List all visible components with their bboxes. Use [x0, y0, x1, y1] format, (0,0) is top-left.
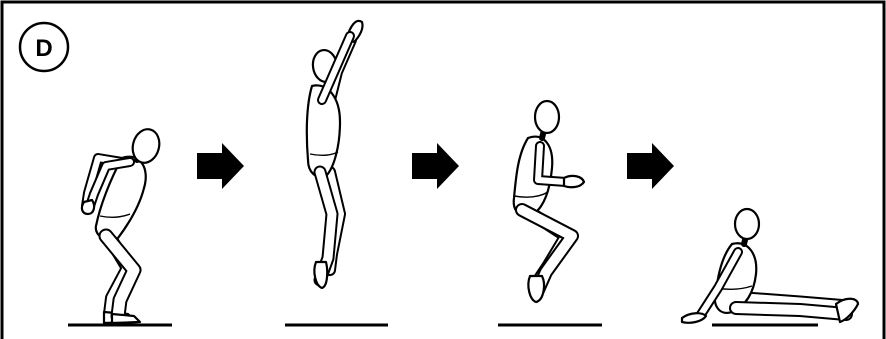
panel-badge: D: [20, 23, 68, 71]
head: [735, 209, 759, 239]
head: [535, 101, 559, 133]
figure-jump: [307, 21, 363, 288]
arrow-right-icon-3: [627, 143, 674, 189]
arrow-right-icon-2: [412, 143, 459, 189]
figure-crouch: [82, 126, 163, 323]
figure-seated: [682, 209, 858, 323]
badge-label: D: [35, 35, 52, 62]
arrow-right-icon-1: [197, 143, 244, 189]
figure-tuck: [514, 101, 584, 302]
